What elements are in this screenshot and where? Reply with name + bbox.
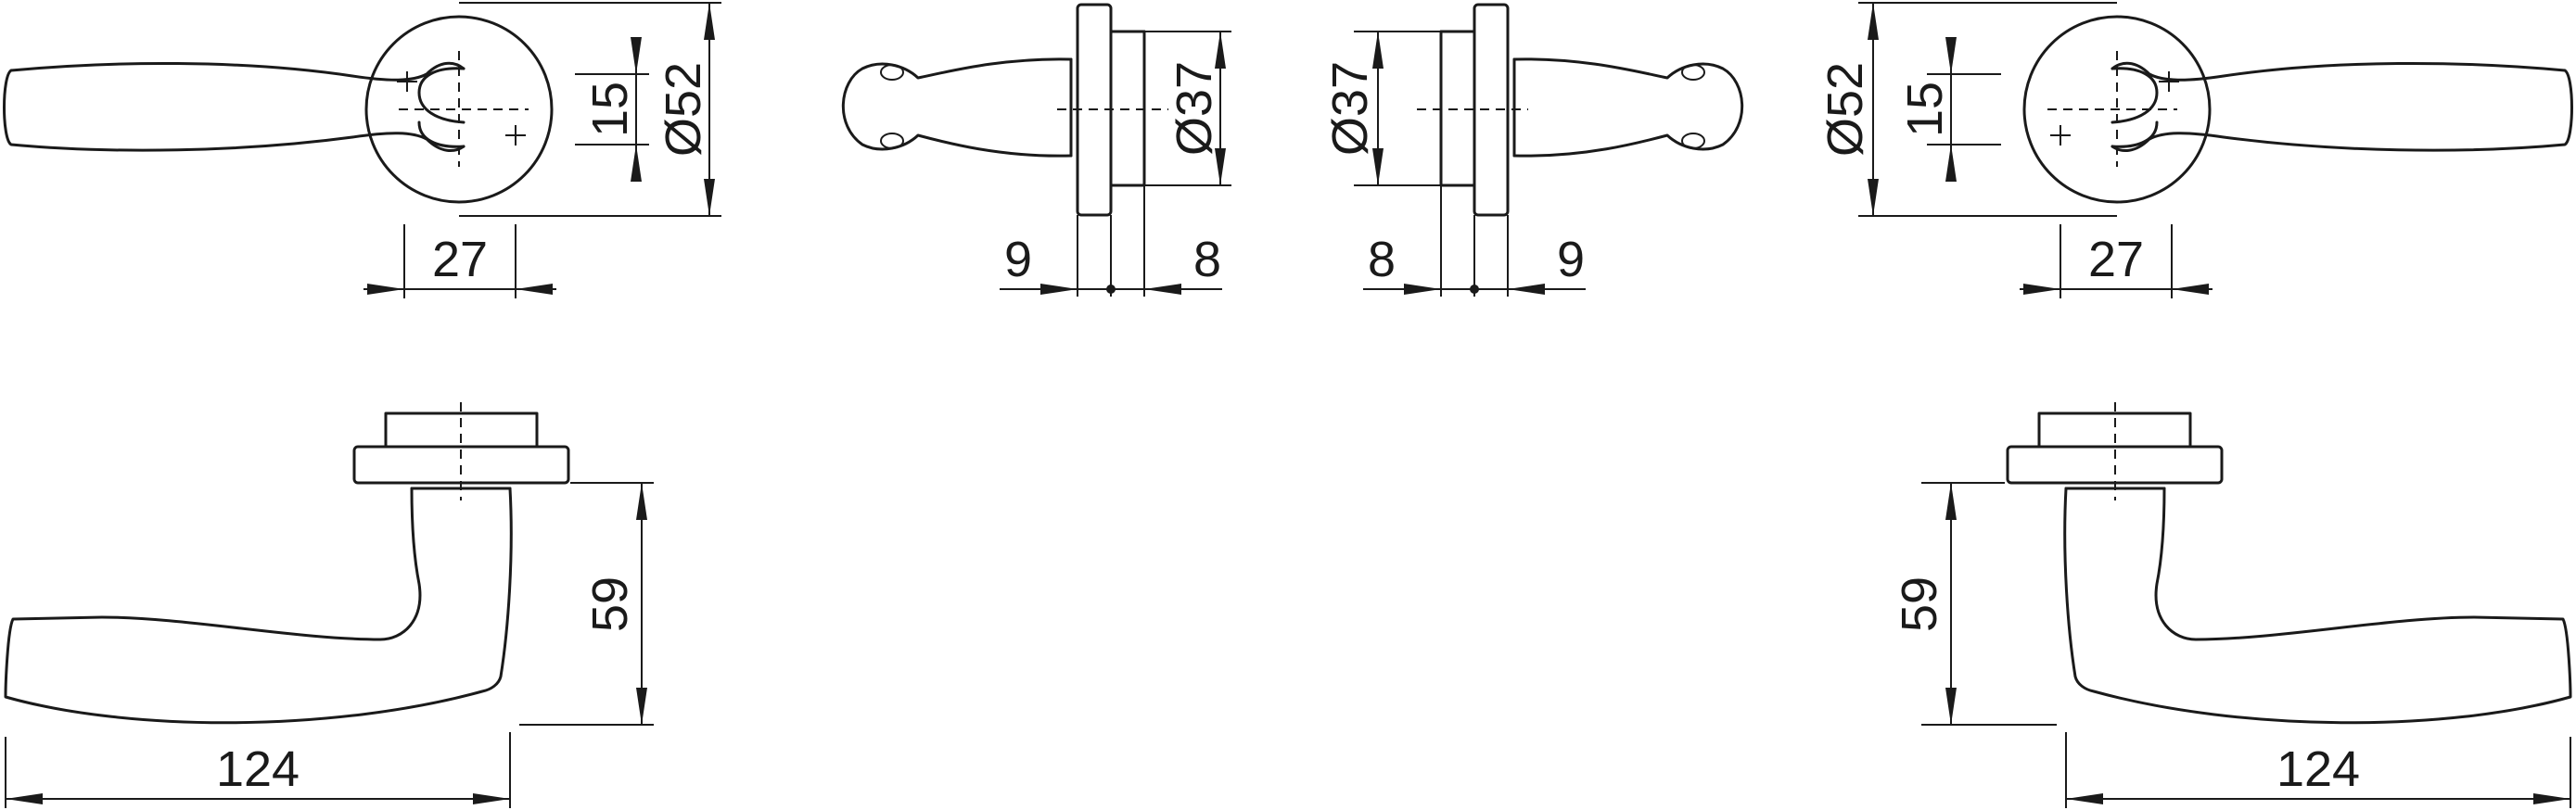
lever-right-length-label: 124 <box>2276 741 2360 797</box>
side-view-left: Ø37 9 8 <box>841 3 1231 297</box>
lever-right-front-outline <box>2111 61 2573 152</box>
lever-right-side-outline <box>1512 57 1744 158</box>
lever-left-side-outline <box>841 57 1073 158</box>
top-view-left: 59 124 <box>4 402 654 808</box>
lever-left-length-label: 124 <box>216 741 300 797</box>
side-rose-right <box>1473 3 1510 217</box>
side-left-offset-a-label: 9 <box>1004 232 1032 287</box>
side-view-right: Ø37 8 9 <box>1322 3 1744 297</box>
rose-left-outline <box>364 15 554 204</box>
rose-left-diameter-label: Ø52 <box>656 62 711 157</box>
top-view-right: 59 124 <box>1892 402 2572 808</box>
lever-left-height-label: 59 <box>582 576 638 632</box>
rose-right-offset-label: 27 <box>2088 232 2144 287</box>
side-right-offset-a-label: 8 <box>1368 232 1396 287</box>
lever-right-top-outline <box>2063 487 2572 725</box>
rose-right-diameter-label: Ø52 <box>1817 62 1873 157</box>
screw-marks <box>397 71 526 146</box>
rose-left-offset-label: 27 <box>432 232 488 287</box>
rose-right-outline <box>2022 15 2212 204</box>
lever-tip-detail-lower <box>880 133 904 149</box>
front-view-left: 15 Ø52 27 <box>3 2 721 298</box>
lever-left-neck <box>417 67 465 148</box>
lever-left-top-outline <box>4 487 513 725</box>
lever-tip-detail-upper <box>880 64 904 81</box>
side-right-diameter-label: Ø37 <box>1322 61 1378 156</box>
side-right-offset-b-label: 9 <box>1557 232 1585 287</box>
side-left-diameter-label: Ø37 <box>1167 61 1222 156</box>
side-left-offset-b-label: 8 <box>1193 232 1221 287</box>
rose-left-spindle-label: 15 <box>582 82 638 137</box>
rose-right-spindle-label: 15 <box>1897 82 1953 137</box>
lever-left-front-outline <box>3 61 465 152</box>
front-view-right: 15 Ø52 27 <box>1817 2 2573 298</box>
lever-right-height-label: 59 <box>1892 576 1947 632</box>
